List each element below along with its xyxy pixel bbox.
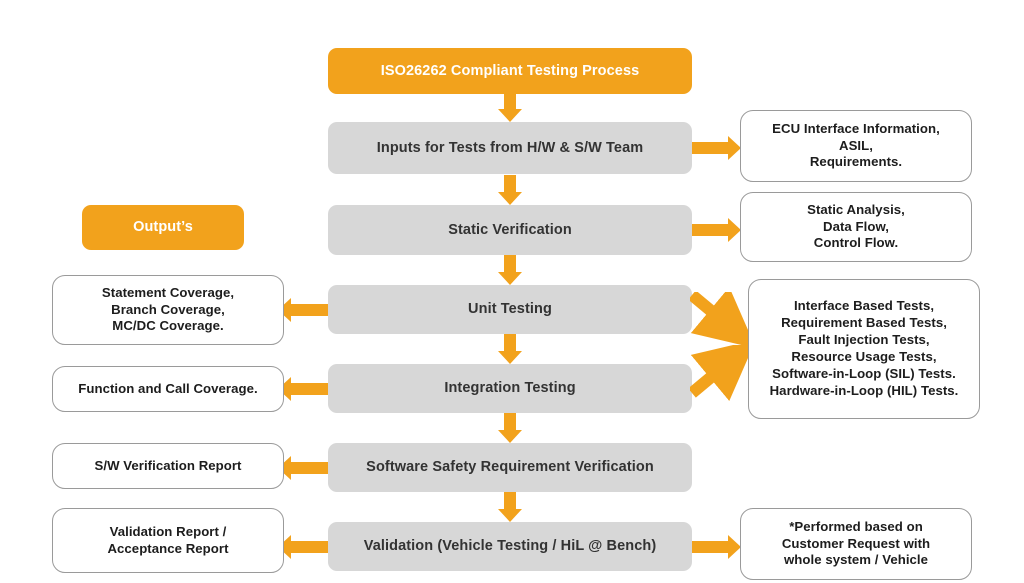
diagram-title: ISO26262 Compliant Testing Process [328, 48, 692, 94]
output-arrow-right-validation [692, 535, 742, 559]
output-line: Acceptance Report [107, 540, 229, 556]
process-step-label: Integration Testing [444, 380, 576, 397]
output-arrow-diagonal-integration-testing [690, 345, 750, 402]
flow-arrow-down-6 [498, 492, 522, 522]
output-line: Function and Call Coverage. [78, 380, 258, 396]
process-step-label: Inputs for Tests from H/W & S/W Team [376, 139, 644, 156]
output-line: Requirement Based Tests, [781, 315, 947, 331]
output-line: Resource Usage Tests, [791, 349, 937, 364]
output-line: *Performed based on [789, 518, 923, 534]
output-line: S/W Verification Report [94, 457, 242, 473]
output-line: Interface Based Tests, [793, 298, 935, 314]
process-step-label: Static Verification [448, 221, 572, 238]
output-arrow-diagonal-unit-testing [690, 292, 750, 349]
output-line: Data Flow, [823, 218, 889, 234]
flow-arrow-down-4 [498, 334, 522, 364]
output-line: Requirements. [809, 154, 903, 170]
outputs-legend: Output’s [82, 205, 244, 250]
output-line: Static Analysis, [807, 201, 905, 217]
process-step-label: Software Safety Requirement Verification [366, 459, 654, 476]
output-box-coverage-metrics: Statement Coverage, Branch Coverage, MC/… [52, 275, 284, 345]
output-arrow-right-inputs [692, 136, 742, 160]
output-box-static-verification-details: Static Analysis, Data Flow, Control Flow… [740, 192, 972, 262]
output-line: Hardware-in-Loop (HIL) Tests. [769, 382, 959, 398]
output-line: ASIL, [839, 137, 873, 153]
flow-arrow-down-3 [498, 255, 522, 285]
process-step-label: Unit Testing [468, 301, 552, 318]
output-box-validation-note: *Performed based on Customer Request wit… [740, 508, 972, 580]
output-line: Branch Coverage, [111, 301, 225, 317]
output-line: whole system / Vehicle [783, 552, 929, 568]
output-box-inputs-details: ECU Interface Information, ASIL, Require… [740, 110, 972, 182]
output-line: Software-in-Loop (SIL) Tests. [772, 365, 956, 381]
output-arrow-right-static-verification [692, 218, 742, 242]
process-step-integration-testing[interactable]: Integration Testing [328, 364, 692, 413]
output-line: Fault Injection Tests, [798, 332, 930, 348]
output-arrow-left-validation [278, 535, 328, 559]
output-line: MC/DC Coverage. [112, 318, 224, 334]
output-line: Control Flow. [813, 235, 899, 251]
output-box-sw-verification-report: S/W Verification Report [52, 443, 284, 489]
output-arrow-left-unit-testing [278, 298, 328, 322]
process-step-unit-testing[interactable]: Unit Testing [328, 285, 692, 334]
output-line: Validation Report / [109, 523, 227, 539]
process-step-validation[interactable]: Validation (Vehicle Testing / HiL @ Benc… [328, 522, 692, 571]
output-line: ECU Interface Information, [772, 120, 940, 136]
output-arrow-left-software-safety [278, 456, 328, 480]
output-arrow-left-integration-testing [278, 377, 328, 401]
flow-arrow-down-2 [498, 175, 522, 205]
output-line: Statement Coverage, [101, 284, 235, 300]
output-line: Customer Request with [781, 535, 931, 551]
process-step-label: Validation (Vehicle Testing / HiL @ Benc… [363, 538, 657, 555]
outputs-legend-text: Output’s [133, 219, 193, 236]
output-box-validation-report: Validation Report / Acceptance Report [52, 508, 284, 573]
output-box-test-types: Interface Based Tests, Requirement Based… [748, 279, 980, 419]
process-step-static-verification[interactable]: Static Verification [328, 205, 692, 255]
process-step-inputs[interactable]: Inputs for Tests from H/W & S/W Team [328, 122, 692, 174]
flow-arrow-down-1 [498, 94, 522, 122]
flow-arrow-down-5 [498, 413, 522, 443]
diagram-title-text: ISO26262 Compliant Testing Process [380, 62, 640, 79]
process-step-software-safety-requirement-verification[interactable]: Software Safety Requirement Verification [328, 443, 692, 492]
output-box-function-call-coverage: Function and Call Coverage. [52, 366, 284, 412]
